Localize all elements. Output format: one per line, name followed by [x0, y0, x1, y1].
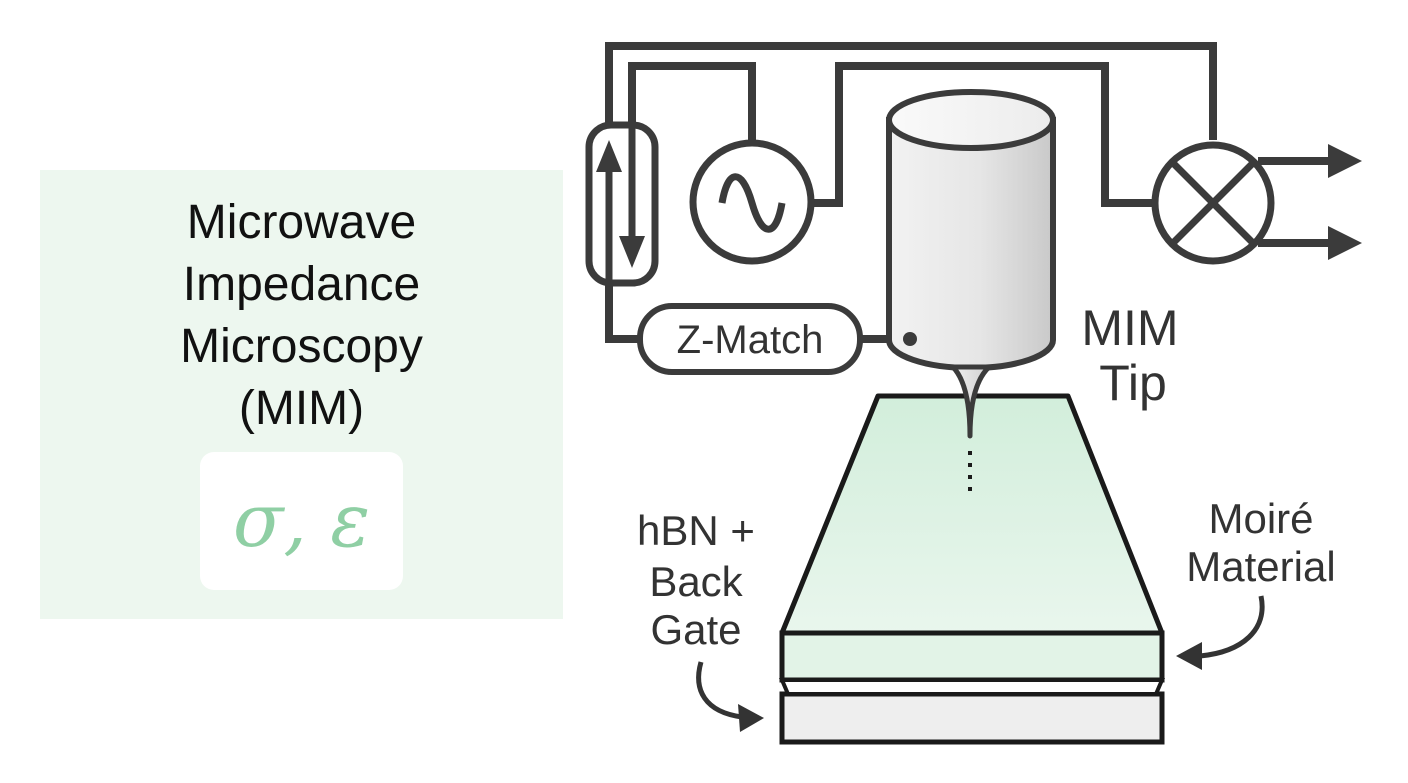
wire-source-to-mixer: [814, 62, 1153, 207]
zmatch-label: Z-Match: [677, 318, 824, 362]
title-line-4: (MIM): [238, 382, 365, 435]
wire-outer-loop: [605, 42, 1217, 140]
panel-title: Microwave Impedance Microscopy (MIM): [40, 192, 563, 440]
tip-label-line-2: Tip: [1099, 355, 1167, 411]
conductivity-permittivity-symbols: σ, ε: [232, 478, 371, 564]
circuit-wires: [605, 42, 1217, 343]
moire-label-line-2: Material: [1186, 543, 1335, 590]
up-arrow-icon: [596, 140, 622, 172]
moire-material-label: Moiré Material: [1186, 495, 1335, 590]
hbn-arrowhead-icon: [738, 704, 764, 732]
back-gate-layer: [779, 691, 1165, 745]
hbn-label-line-1: hBN +: [637, 507, 755, 554]
hbn-label-line-3: Gate: [650, 606, 741, 653]
directional-coupler: [585, 121, 659, 287]
mim-probe: [886, 89, 1056, 439]
mim-tip-label: MIM Tip: [1081, 300, 1178, 411]
zmatch-box: Z-Match: [637, 303, 863, 375]
output-arrow-bottom-icon: [1328, 226, 1362, 260]
hbn-gate-label: hBN + Back Gate: [637, 507, 755, 653]
mim-title-panel: Microwave Impedance Microscopy (MIM) σ, …: [40, 170, 563, 619]
wire-inner-loop: [628, 62, 756, 140]
layer-gap: [778, 678, 1166, 696]
moire-arrowhead-icon: [1176, 642, 1202, 670]
ac-source-icon: [689, 139, 815, 265]
hbn-label-line-2: Back: [649, 558, 743, 605]
wire-coupler-to-zmatch: [605, 283, 640, 343]
hbn-callout-arrow: [696, 661, 764, 732]
output-arrows: [1258, 144, 1362, 260]
output-arrow-top-icon: [1328, 144, 1362, 178]
title-line-3: Microscopy: [180, 320, 423, 373]
tip-label-line-1: MIM: [1081, 300, 1178, 356]
title-line-1: Microwave: [186, 196, 417, 249]
mixer-icon: [1151, 141, 1275, 265]
sample-stack: [778, 393, 1166, 696]
moire-callout-arrow: [1176, 595, 1265, 670]
down-arrow-icon: [619, 236, 645, 268]
symbol-box: σ, ε: [200, 452, 403, 590]
title-line-2: Impedance: [182, 258, 421, 311]
moire-label-line-1: Moiré: [1208, 495, 1313, 542]
tip-dotted-line: [968, 451, 972, 491]
moire-material-layer: [779, 630, 1165, 683]
probe-contact-dot: [903, 332, 917, 346]
